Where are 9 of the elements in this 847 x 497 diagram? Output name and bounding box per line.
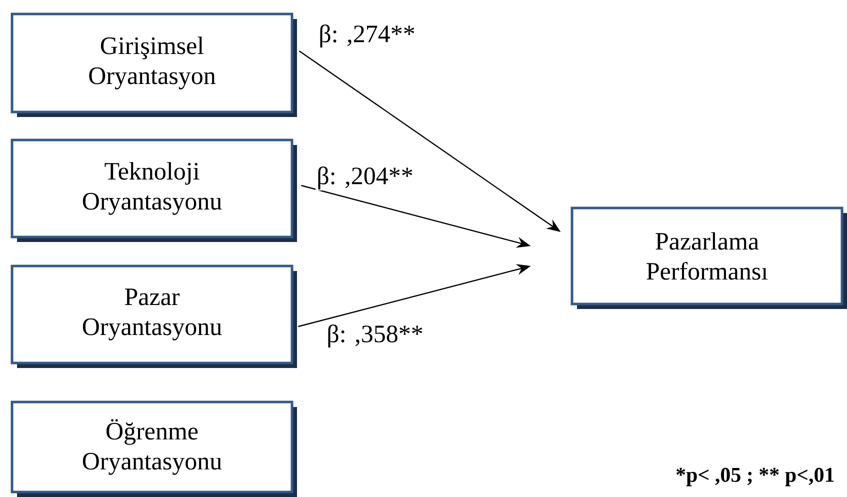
significance-note: *p< ,05 ; ** p<,01 <box>676 468 834 486</box>
concept-box: Girişimsel Oryantasyon <box>10 12 297 117</box>
concept-box: Öğrenme Oryantasyonu <box>10 400 297 497</box>
concept-box: Pazar Oryantasyonu <box>10 264 297 368</box>
concept-box: Teknoloji Oryantasyonu <box>10 138 297 242</box>
edge-label: β: ,274** <box>318 24 416 48</box>
edge-label: β: ,358** <box>326 324 424 348</box>
edge-label: β: ,204** <box>316 166 414 190</box>
concept-box: Pazarlama Performansı <box>570 206 847 309</box>
